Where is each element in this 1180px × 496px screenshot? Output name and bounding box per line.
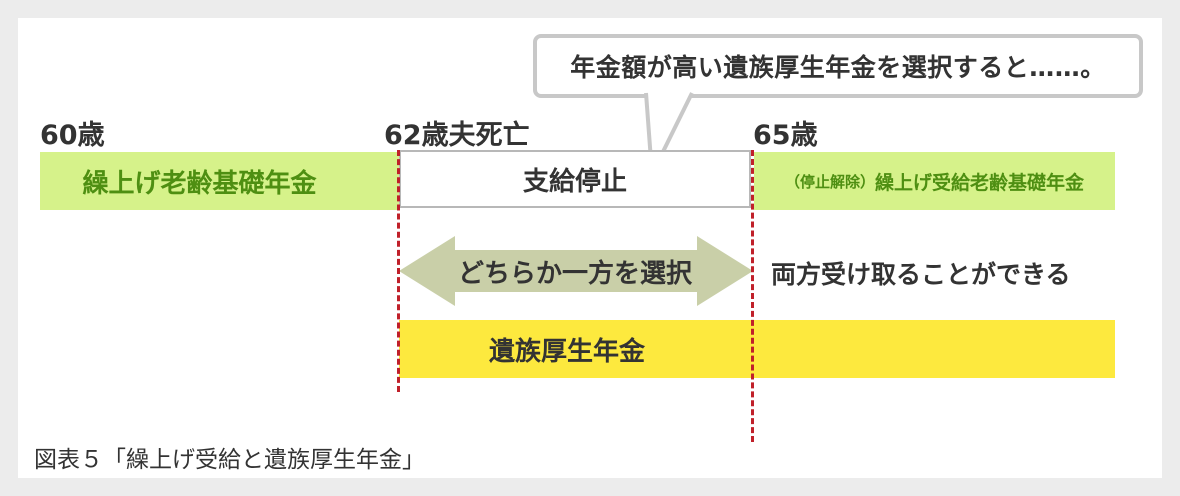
early-basic-pension-label: 繰上げ老齢基礎年金 [82, 168, 317, 199]
survivor-pension-band: 遺族厚生年金 [399, 320, 1115, 378]
choose-one-label: どちらか一方を選択 [457, 258, 692, 289]
resumed-pension-band: （停止解除） 繰上げ受給老齢基礎年金 [754, 152, 1115, 210]
age-60-label: 60歳 [40, 120, 105, 151]
survivor-pension-label: 遺族厚生年金 [489, 336, 646, 367]
age-65-dashed-line [751, 150, 754, 442]
diagram-canvas: 年金額が高い遺族厚生年金を選択すると……。 60歳 62歳夫死亡 65歳 繰上げ… [18, 18, 1162, 478]
age-62-dashed-line [397, 150, 400, 392]
age-65-label: 65歳 [753, 120, 818, 151]
age-62-label: 62歳夫死亡 [384, 120, 530, 151]
suspended-label: 支給停止 [522, 166, 627, 197]
resumed-prefix-label: （停止解除） [784, 172, 875, 191]
suspended-box: 支給停止 [399, 150, 751, 208]
double-arrow-icon [399, 236, 753, 306]
figure-caption: 図表５「繰上げ受給と遺族厚生年金」 [34, 447, 425, 473]
resumed-pension-label: 繰上げ受給老齢基礎年金 [875, 171, 1085, 194]
callout-text: 年金額が高い遺族厚生年金を選択すると……。 [570, 53, 1106, 82]
early-basic-pension-band: 繰上げ老齢基礎年金 [40, 152, 399, 210]
both-receivable-label: 両方受け取ることができる [771, 260, 1071, 289]
speech-callout: 年金額が高い遺族厚生年金を選択すると……。 [533, 34, 1143, 98]
